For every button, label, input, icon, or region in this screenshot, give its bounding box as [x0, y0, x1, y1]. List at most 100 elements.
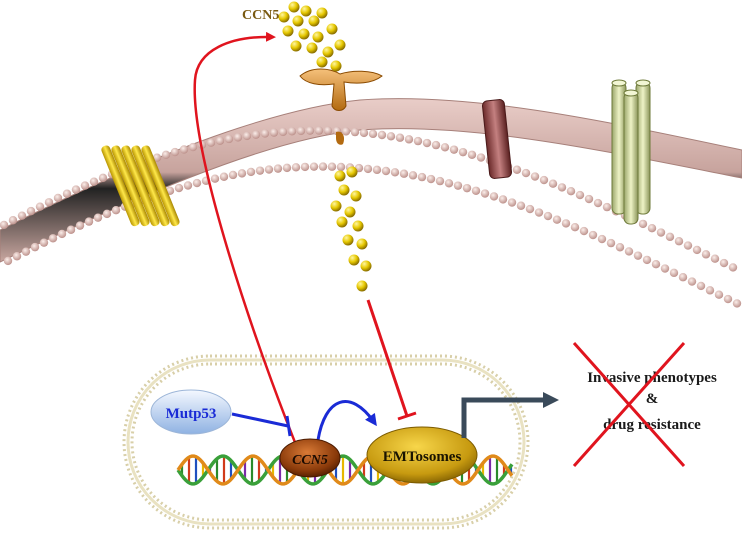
lipid-head	[341, 127, 351, 136]
lipid-head	[219, 172, 229, 181]
lipid-head	[575, 190, 585, 200]
lipid-head	[593, 198, 603, 208]
ccn5-sphere	[348, 254, 360, 266]
cross-stroke-2	[572, 342, 686, 467]
ccn5-sphere	[350, 190, 362, 202]
ccn5-sphere	[298, 28, 310, 40]
ccn5-sphere	[290, 40, 302, 52]
lipid-head	[255, 166, 265, 175]
lipid-head	[210, 174, 220, 183]
yellow-channel-protein	[101, 145, 180, 227]
lipid-head	[543, 211, 553, 221]
mutp53-label: Mutp53	[166, 406, 217, 422]
outcome-line2: drug resistance	[603, 417, 701, 433]
lipid-head	[89, 177, 99, 186]
lipid-head	[458, 147, 468, 157]
lipid-head	[206, 138, 216, 147]
lipid-head	[62, 189, 72, 198]
lipid-head	[57, 229, 67, 239]
lipid-head	[12, 252, 22, 261]
lipid-head	[606, 238, 616, 248]
lipid-head	[35, 202, 45, 211]
lipid-head	[453, 181, 463, 190]
lipid-head	[93, 213, 103, 222]
lipid-head	[714, 290, 724, 299]
lipid-head	[710, 254, 720, 263]
lipid-head	[273, 164, 283, 173]
lipid-head	[512, 165, 522, 174]
lipid-head	[0, 220, 9, 230]
outcome-block: Invasive phenotypes & drug resistance	[572, 342, 717, 467]
lipid-head	[17, 211, 27, 220]
ccn5-secreted-cluster	[278, 1, 346, 72]
ccn5-sphere	[316, 7, 328, 19]
lipid-head	[462, 183, 472, 193]
green-pore-protein	[611, 79, 651, 225]
lipid-head	[548, 179, 558, 188]
lipid-head	[656, 228, 666, 237]
lipid-head	[39, 238, 49, 247]
lipid-head	[584, 194, 594, 204]
lipid-head	[489, 192, 499, 201]
lipid-head	[426, 174, 436, 184]
lipid-head	[161, 150, 171, 160]
lipid-head	[440, 143, 450, 152]
lipid-head	[417, 172, 427, 182]
lipid-head	[651, 259, 661, 269]
lipid-head	[516, 201, 526, 210]
lipid-head	[336, 162, 346, 172]
lipid-head	[314, 126, 324, 135]
ccn5-sphere	[288, 1, 300, 13]
lipid-head	[588, 230, 598, 240]
lipid-head	[264, 165, 274, 174]
lipid-head	[228, 170, 238, 180]
plasma-membrane	[0, 98, 742, 308]
ccn5-sphere	[334, 39, 346, 51]
ccn5-sphere	[342, 234, 354, 246]
outcome-ampersand: &	[646, 391, 659, 407]
lipid-head	[467, 150, 477, 159]
lipid-head	[192, 178, 202, 188]
ccn5-sphere	[356, 280, 368, 292]
lipid-head	[705, 286, 715, 295]
lipid-head	[701, 250, 711, 259]
ccn5-to-emtosomes-arrow	[316, 400, 377, 441]
ccn5-sphere	[346, 166, 358, 178]
ccn5-secretion-arrow	[193, 31, 302, 456]
lipid-head	[404, 135, 414, 144]
lipid-head	[363, 164, 373, 174]
lipid-head	[498, 195, 508, 204]
ccn5-sphere	[326, 23, 338, 35]
lipid-head	[728, 263, 738, 272]
lipid-head	[408, 171, 418, 180]
lipid-head	[287, 127, 297, 136]
emtosomes-label: EMTosomes	[383, 449, 462, 465]
ccn5-inhibits-emtosomes	[366, 299, 417, 421]
lipid-head	[435, 176, 445, 186]
lipid-head	[377, 130, 387, 140]
ccn5-internalized-cluster	[330, 166, 372, 292]
lipid-head	[471, 186, 481, 195]
lipid-head	[723, 294, 733, 304]
ccn5-sphere	[300, 5, 312, 17]
lipid-head	[170, 147, 180, 157]
ccn5-sphere	[278, 11, 290, 23]
ccn5-sphere	[308, 15, 320, 27]
lipid-head	[269, 128, 279, 137]
lipid-head	[719, 258, 729, 268]
lipid-head	[251, 130, 261, 139]
lipid-head	[615, 243, 625, 252]
lipid-head	[444, 179, 454, 188]
lipid-head	[44, 198, 54, 207]
ccn5-sphere	[282, 25, 294, 37]
lipid-head	[174, 183, 184, 193]
lipid-head	[476, 153, 486, 162]
lipid-head	[26, 206, 36, 216]
ccn5-gene-label: CCN5	[292, 453, 328, 468]
lipid-head	[395, 133, 405, 142]
lipid-head	[683, 241, 693, 250]
ccn5-sphere	[330, 200, 342, 212]
lipid-head	[21, 247, 31, 256]
lipid-head	[579, 226, 589, 236]
lipid-head	[665, 232, 675, 242]
